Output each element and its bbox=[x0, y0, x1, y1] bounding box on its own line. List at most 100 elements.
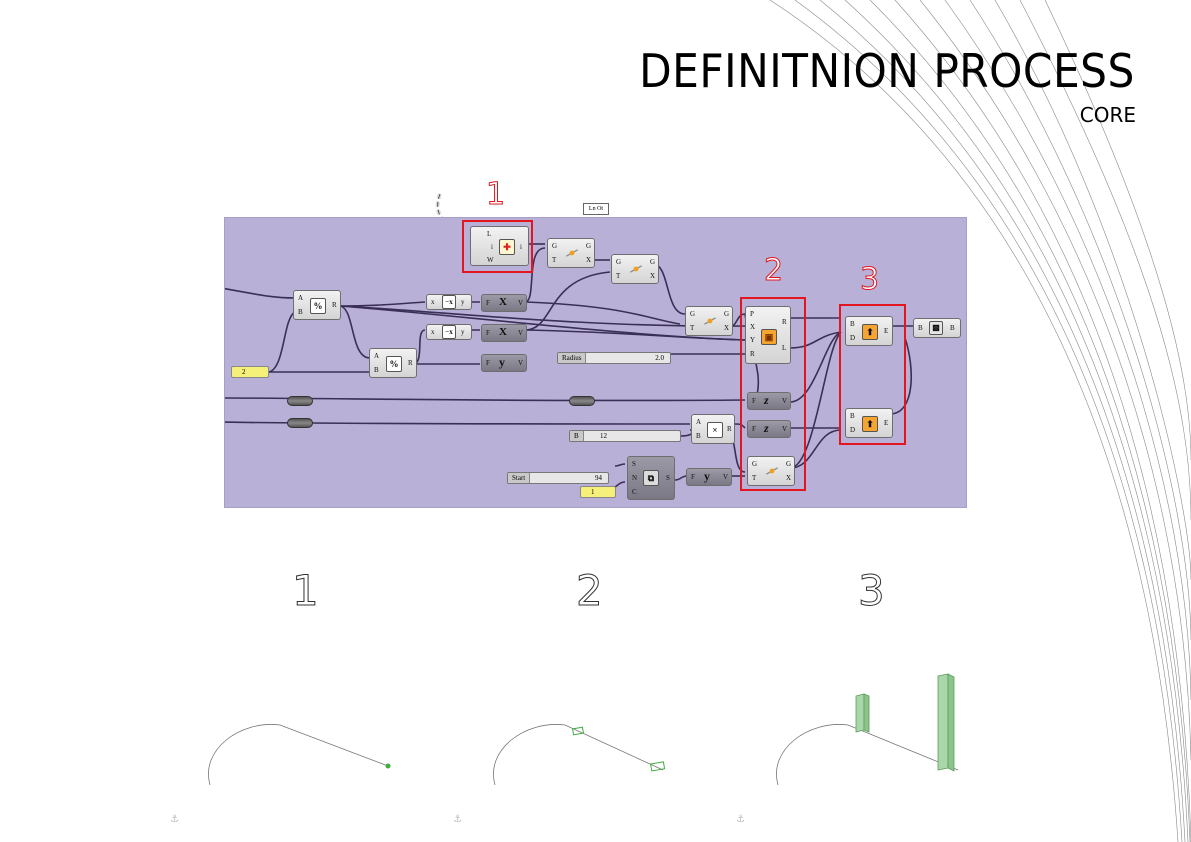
multiplication-component[interactable]: A B R × bbox=[691, 414, 735, 444]
output-x[interactable]: X bbox=[586, 256, 592, 264]
grasshopper-canvas[interactable]: L i W i ✚ G T G X G T G X A B R % A B R … bbox=[224, 217, 967, 508]
unit-y-component[interactable]: F y V bbox=[481, 354, 527, 372]
input-n[interactable]: N bbox=[632, 474, 638, 482]
input-g[interactable]: G bbox=[616, 258, 622, 266]
output-g[interactable]: G bbox=[724, 310, 730, 318]
relay-1[interactable] bbox=[287, 396, 313, 406]
input-w[interactable]: W bbox=[487, 256, 494, 264]
negative-component-1[interactable]: x −x y bbox=[426, 294, 472, 310]
extrude-component-2[interactable]: B D E ⬆ bbox=[845, 408, 893, 438]
output-r[interactable]: R bbox=[727, 425, 732, 433]
output-v[interactable]: V bbox=[518, 329, 524, 337]
evaluate-icon bbox=[630, 265, 642, 273]
division-icon: % bbox=[310, 298, 326, 314]
input-b[interactable]: B bbox=[850, 320, 855, 328]
input-l[interactable]: L bbox=[487, 230, 492, 238]
input-b[interactable]: B bbox=[374, 366, 379, 374]
input-f[interactable]: F bbox=[486, 299, 490, 307]
input-a[interactable]: A bbox=[298, 294, 304, 302]
input-f[interactable]: F bbox=[691, 473, 695, 481]
output-g[interactable]: G bbox=[650, 258, 656, 266]
output-v[interactable]: V bbox=[782, 425, 788, 433]
output-v[interactable]: V bbox=[782, 397, 788, 405]
input-s[interactable]: S bbox=[632, 460, 636, 468]
evaluate-curve-1[interactable]: G T G X bbox=[547, 238, 595, 268]
relay-2[interactable] bbox=[287, 418, 313, 428]
viewport-1: ⚓ bbox=[170, 724, 391, 825]
output-x[interactable]: X bbox=[786, 474, 792, 482]
negative-component-2[interactable]: x −x y bbox=[426, 324, 472, 340]
evaluate-icon bbox=[766, 467, 778, 475]
output-x[interactable]: X bbox=[724, 324, 730, 332]
input-x[interactable]: x bbox=[431, 328, 435, 336]
input-b[interactable]: B bbox=[696, 432, 701, 440]
input-r[interactable]: R bbox=[750, 350, 755, 358]
output-v[interactable]: V bbox=[723, 473, 729, 481]
input-f[interactable]: F bbox=[752, 397, 756, 405]
input-b[interactable]: B bbox=[850, 412, 855, 420]
extrude-component-1[interactable]: B D E ⬆ bbox=[845, 316, 893, 346]
unit-y-component-2[interactable]: F y V bbox=[686, 468, 732, 486]
input-x[interactable]: x bbox=[431, 298, 435, 306]
negative-icon: −x bbox=[442, 295, 456, 309]
output-x[interactable]: X bbox=[650, 272, 656, 280]
output-v[interactable]: V bbox=[518, 299, 524, 307]
input-f[interactable]: F bbox=[486, 329, 490, 337]
unit-z-component-1[interactable]: F z V bbox=[747, 392, 791, 410]
input-t[interactable]: T bbox=[616, 272, 621, 280]
input-g[interactable]: G bbox=[690, 310, 696, 318]
evaluate-curve-2[interactable]: G T G X bbox=[611, 254, 659, 284]
output-l[interactable]: L bbox=[782, 344, 787, 352]
input-a[interactable]: A bbox=[696, 418, 702, 426]
output-r[interactable]: R bbox=[782, 318, 787, 326]
input-t[interactable]: T bbox=[752, 474, 757, 482]
output-b[interactable]: B bbox=[950, 324, 955, 332]
output-g[interactable]: G bbox=[586, 242, 592, 250]
output-r[interactable]: R bbox=[408, 359, 413, 367]
input-d[interactable]: D bbox=[850, 426, 856, 434]
evaluate-curve-4[interactable]: G T G X bbox=[747, 456, 795, 486]
panel-one[interactable]: 1 bbox=[580, 486, 616, 498]
group-tag[interactable]: Ln Ot bbox=[583, 203, 609, 215]
input-d[interactable]: D bbox=[850, 334, 856, 342]
evaluate-curve-3[interactable]: G T G X bbox=[685, 306, 733, 336]
input-a[interactable]: A bbox=[374, 352, 380, 360]
output-v[interactable]: V bbox=[518, 359, 524, 367]
panel-two[interactable]: 2 bbox=[231, 366, 269, 378]
perp-frame-component[interactable]: L i W i ✚ bbox=[470, 226, 529, 266]
rectangle-component[interactable]: P X Y R R L ▣ bbox=[745, 306, 791, 364]
unit-x-component-1[interactable]: F X V bbox=[481, 294, 527, 312]
input-i[interactable]: i bbox=[491, 243, 493, 251]
output-s[interactable]: S bbox=[666, 474, 670, 482]
input-g[interactable]: G bbox=[752, 460, 758, 468]
division-component-1[interactable]: A B R % bbox=[293, 290, 341, 320]
input-p[interactable]: P bbox=[750, 310, 754, 318]
input-g[interactable]: G bbox=[552, 242, 558, 250]
output-g[interactable]: G bbox=[786, 460, 792, 468]
unit-x-component-2[interactable]: F X V bbox=[481, 324, 527, 342]
input-f[interactable]: F bbox=[752, 425, 756, 433]
division-component-2[interactable]: A B R % bbox=[369, 348, 417, 378]
slider-value: 12 bbox=[600, 432, 607, 440]
input-f[interactable]: F bbox=[486, 359, 490, 367]
input-x[interactable]: X bbox=[750, 323, 756, 331]
input-b[interactable]: B bbox=[918, 324, 923, 332]
count-slider[interactable]: B 12 bbox=[569, 430, 681, 442]
output-y[interactable]: y bbox=[461, 328, 465, 336]
unit-z-component-2[interactable]: F z V bbox=[747, 420, 791, 438]
cap-holes-component[interactable]: B ▩ B bbox=[913, 318, 961, 338]
relay-3[interactable] bbox=[569, 396, 595, 406]
output-e[interactable]: E bbox=[884, 327, 889, 335]
output-e[interactable]: E bbox=[884, 419, 889, 427]
input-c[interactable]: C bbox=[632, 488, 637, 496]
input-t[interactable]: T bbox=[690, 324, 695, 332]
output-r[interactable]: R bbox=[332, 301, 337, 309]
input-y[interactable]: Y bbox=[750, 336, 756, 344]
output-i[interactable]: i bbox=[520, 243, 522, 251]
start-slider[interactable]: Start 94 bbox=[507, 472, 609, 484]
input-b[interactable]: B bbox=[298, 308, 303, 316]
input-t[interactable]: T bbox=[552, 256, 557, 264]
radius-slider[interactable]: Radius 2.0 bbox=[557, 352, 671, 364]
output-y[interactable]: y bbox=[461, 298, 465, 306]
series-component[interactable]: S N C S ⧉ bbox=[627, 456, 675, 500]
